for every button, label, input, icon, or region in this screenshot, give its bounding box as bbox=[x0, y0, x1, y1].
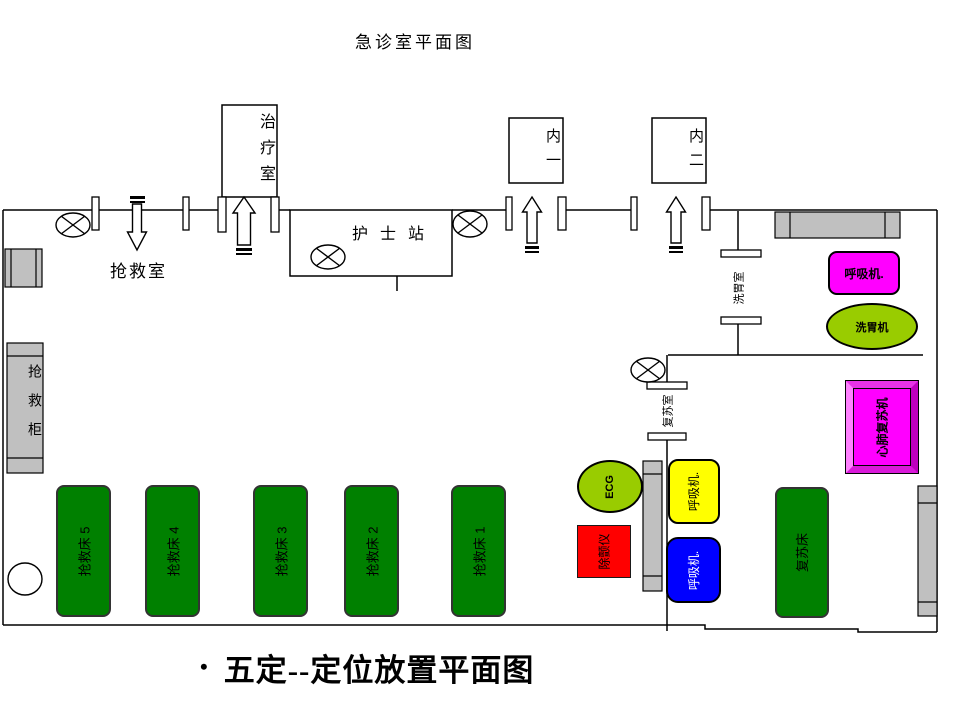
up-arrow-treatment-room bbox=[231, 195, 257, 246]
ecg-monitor: ECG bbox=[577, 460, 643, 513]
door-posts bbox=[91, 196, 762, 441]
internal-1-box bbox=[508, 117, 564, 184]
arrow-tail-bar bbox=[236, 253, 252, 255]
resuscitation-room-label: 复苏室 bbox=[651, 383, 683, 438]
rescue-bed-4: 抢救床 4 bbox=[145, 485, 200, 617]
caption-text: 五定--定位放置平面图 bbox=[223, 653, 535, 688]
ecg-monitor-label: ECG bbox=[604, 474, 616, 499]
ventilator-yellow: 呼吸机. bbox=[668, 459, 720, 524]
door-post bbox=[182, 196, 190, 231]
bed-label: 抢救床 1 bbox=[472, 526, 487, 576]
ventilator-blue: 呼吸机. bbox=[666, 537, 721, 603]
bed-label: 抢救床 2 bbox=[365, 526, 380, 576]
ventilator-yellow-label: 呼吸机. bbox=[687, 471, 702, 512]
ventilator-blue-label: 呼吸机. bbox=[687, 550, 701, 590]
door-post bbox=[270, 196, 280, 233]
gastric-lavage-room-label: 洗胃室 bbox=[723, 259, 753, 316]
door-bar-lavage-bottom bbox=[720, 316, 762, 325]
gray-furniture bbox=[4, 211, 938, 617]
arrow-tail-bar bbox=[236, 248, 252, 251]
rescue-bed-1: 抢救床 1 bbox=[451, 485, 506, 617]
treatment-room-box bbox=[221, 104, 278, 198]
door-post bbox=[505, 196, 513, 231]
stool-circle bbox=[7, 562, 43, 596]
door-post bbox=[557, 196, 567, 231]
ventilator-top: 呼吸机. bbox=[828, 251, 900, 295]
bed-label: 复苏床 bbox=[795, 532, 811, 573]
equipment-stand-right bbox=[917, 485, 938, 617]
bed-label: 抢救床 4 bbox=[166, 526, 181, 576]
arrow-tail-bar bbox=[669, 251, 683, 253]
gastric-lavage-machine-label: 洗胃机 bbox=[855, 321, 889, 334]
up-arrow-internal-1 bbox=[521, 195, 543, 244]
walls bbox=[2, 209, 938, 633]
gastric-lavage-room-text: 洗胃室 bbox=[733, 271, 745, 304]
bed-label: 抢救床 5 bbox=[77, 526, 92, 576]
internal-2-label: 内二 bbox=[687, 128, 703, 176]
defibrillator: 除颤仪 bbox=[577, 525, 631, 578]
gastric-lavage-machine: 洗胃机 bbox=[826, 303, 918, 350]
door-bar-lavage-top bbox=[720, 249, 762, 258]
entrance-arrows bbox=[126, 195, 687, 255]
arrow-tail-bar bbox=[525, 251, 539, 253]
rescue-cabinet-label: 抢救柜 bbox=[26, 363, 41, 451]
arrow-tail-bar bbox=[130, 201, 145, 203]
rescue-room-label: 抢救室 bbox=[110, 262, 167, 281]
nurse-station-label: 护 士 站 bbox=[352, 226, 429, 243]
arrow-tail-bar bbox=[525, 246, 539, 249]
arrow-tail-bar bbox=[669, 246, 683, 249]
door-bar-resus-bottom bbox=[647, 432, 687, 441]
room-boxes bbox=[221, 104, 707, 277]
light-cross bbox=[60, 215, 86, 235]
arrow-tail-bar bbox=[130, 196, 145, 199]
resuscitation-room-text: 复苏室 bbox=[662, 394, 674, 427]
door-post bbox=[630, 196, 638, 231]
rescue-bed-2: 抢救床 2 bbox=[344, 485, 399, 617]
rescue-bed-5: 抢救床 5 bbox=[56, 485, 111, 617]
rescue-cabinet-box bbox=[6, 342, 44, 474]
bed-label: 抢救床 3 bbox=[274, 526, 289, 576]
defibrillator-label: 除颤仪 bbox=[597, 533, 612, 570]
page-title: 急诊室平面图 bbox=[355, 33, 475, 52]
internal-1-label: 内一 bbox=[544, 128, 560, 176]
slide-caption: • 五定--定位放置平面图 bbox=[200, 645, 534, 690]
door-post bbox=[701, 196, 711, 231]
wall-bottom bbox=[3, 624, 937, 633]
light-symbols bbox=[7, 210, 666, 596]
light-cross bbox=[457, 214, 483, 234]
door-bar-resus-top bbox=[646, 381, 688, 390]
up-arrow-internal-2 bbox=[665, 195, 687, 244]
exam-table-top-right bbox=[774, 211, 901, 239]
light-cross bbox=[635, 360, 661, 380]
light-cross bbox=[315, 247, 341, 267]
cpr-machine: 心肺复苏机 bbox=[846, 381, 918, 473]
bullet-icon: • bbox=[200, 654, 208, 679]
ventilator-top-label: 呼吸机. bbox=[844, 266, 884, 281]
cpr-machine-label: 心肺复苏机 bbox=[875, 396, 890, 458]
resuscitation-bed: 复苏床 bbox=[775, 487, 829, 618]
rescue-bed-3: 抢救床 3 bbox=[253, 485, 308, 617]
equipment-stand-mid bbox=[642, 460, 663, 592]
door-post bbox=[91, 196, 100, 231]
internal-2-box bbox=[651, 117, 707, 184]
down-arrow-rescue-room bbox=[126, 203, 148, 252]
treatment-room-label: 治疗室 bbox=[257, 113, 274, 191]
door-post bbox=[217, 196, 227, 233]
